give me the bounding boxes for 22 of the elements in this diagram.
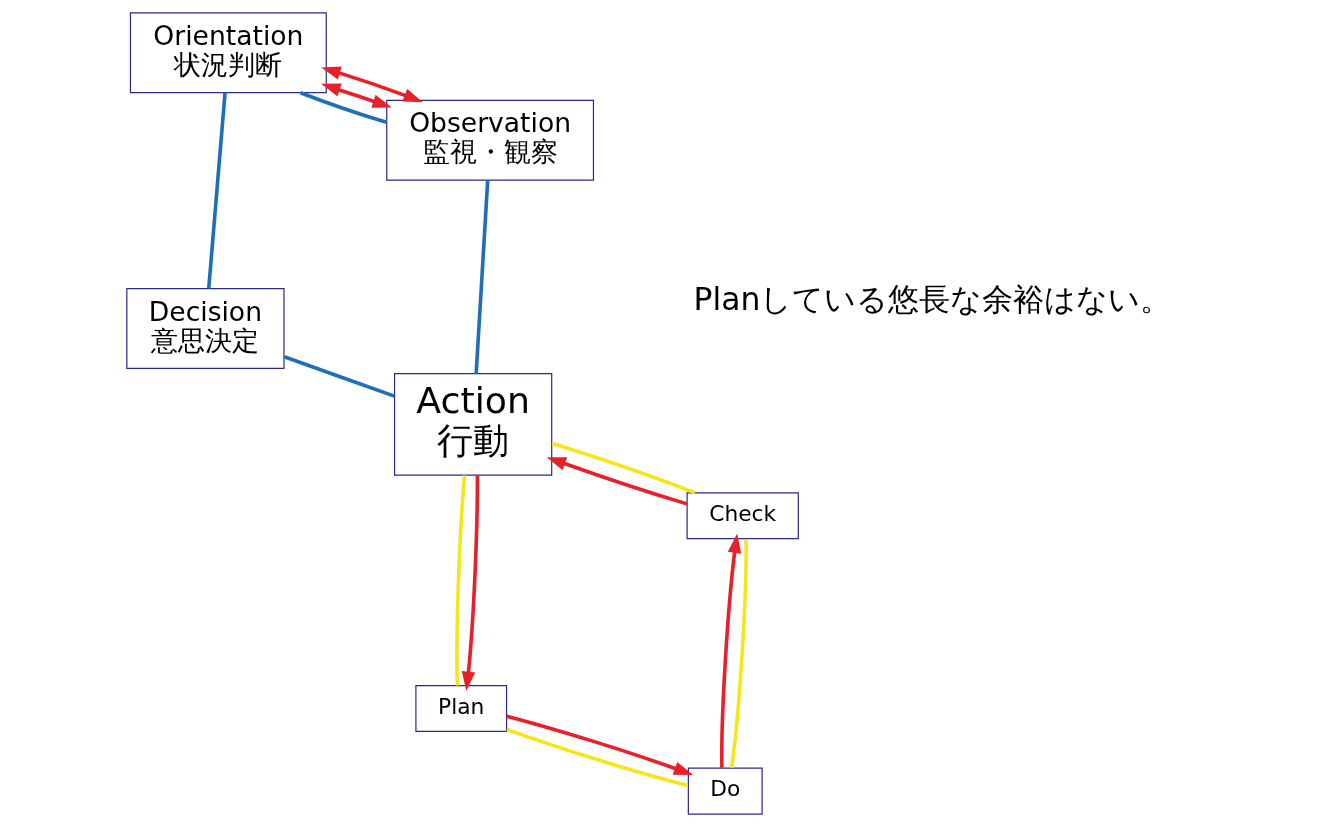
connector	[551, 441, 696, 495]
node-box: Check	[686, 492, 799, 540]
node-box: Orientation 状況判断	[129, 12, 327, 94]
arrow	[546, 457, 687, 506]
connector	[505, 727, 688, 788]
connector	[206, 92, 227, 289]
node-box: Decision 意思決定	[125, 287, 285, 369]
node-box: Action 行動	[393, 373, 552, 476]
arrow	[719, 533, 741, 768]
label: Planしている悠長な余裕はない。	[693, 280, 1171, 317]
node-box: Do	[687, 767, 763, 815]
connector	[473, 180, 489, 374]
arrow	[320, 83, 392, 108]
connector	[729, 539, 748, 769]
node-box: Plan	[414, 684, 507, 733]
connector	[299, 91, 387, 125]
arrow	[505, 714, 693, 776]
node-box: Observation 監視・観察	[385, 99, 594, 181]
arrow	[461, 475, 479, 691]
connector	[283, 355, 395, 398]
connector	[454, 475, 466, 686]
arrow	[320, 66, 423, 103]
